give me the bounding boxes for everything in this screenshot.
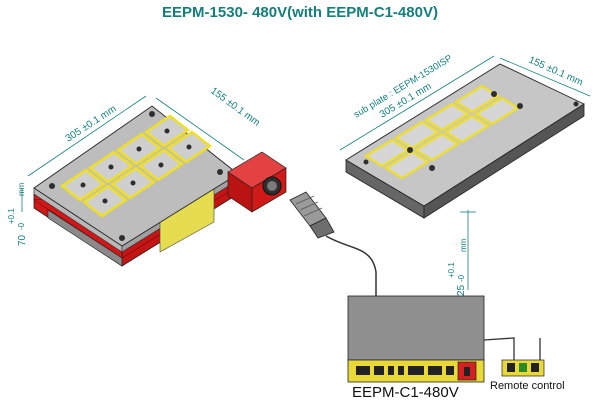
svg-text:25: 25	[456, 284, 467, 296]
remote-cable-a	[483, 337, 515, 362]
svg-text:-0: -0	[17, 222, 26, 230]
sub-plate-dimension-lines	[339, 55, 591, 290]
sub-plate-holes	[363, 91, 579, 171]
svg-text:+0.1: +0.1	[447, 262, 456, 278]
controller-terminals	[356, 366, 454, 375]
page-title: EEPM-1530- 480V(with EEPM-C1-480V)	[162, 4, 438, 21]
connector-housing	[227, 151, 287, 213]
sub-plate	[345, 63, 585, 219]
remote-control-label: Remote control	[490, 380, 565, 392]
electro-permanent-magnet	[33, 105, 287, 267]
left-dim-width: 155 ±0.1 mm	[208, 86, 262, 129]
controller-body	[347, 295, 485, 361]
controller-unit	[347, 295, 485, 383]
left-dimension-lines	[21, 95, 245, 212]
controller-label: EEPM-C1-480V	[352, 384, 459, 401]
svg-text:mm: mm	[17, 182, 26, 196]
svg-text:+0.1: +0.1	[7, 208, 16, 224]
svg-text:mm: mm	[459, 238, 468, 252]
magnet-pole-holes	[49, 111, 223, 241]
left-dim-height: +0.1 -0 70 mm	[7, 182, 28, 246]
svg-text:70: 70	[17, 234, 28, 246]
magnet-base-plate	[47, 209, 123, 267]
cable-line	[325, 235, 377, 298]
remote-control-unit	[501, 359, 545, 377]
svg-text:-0: -0	[457, 274, 466, 282]
sub-plate-pole-grid	[363, 84, 521, 180]
cable-plug	[289, 191, 335, 239]
sub-plate-dim-height: mm +0.1 -0 25	[447, 238, 468, 296]
